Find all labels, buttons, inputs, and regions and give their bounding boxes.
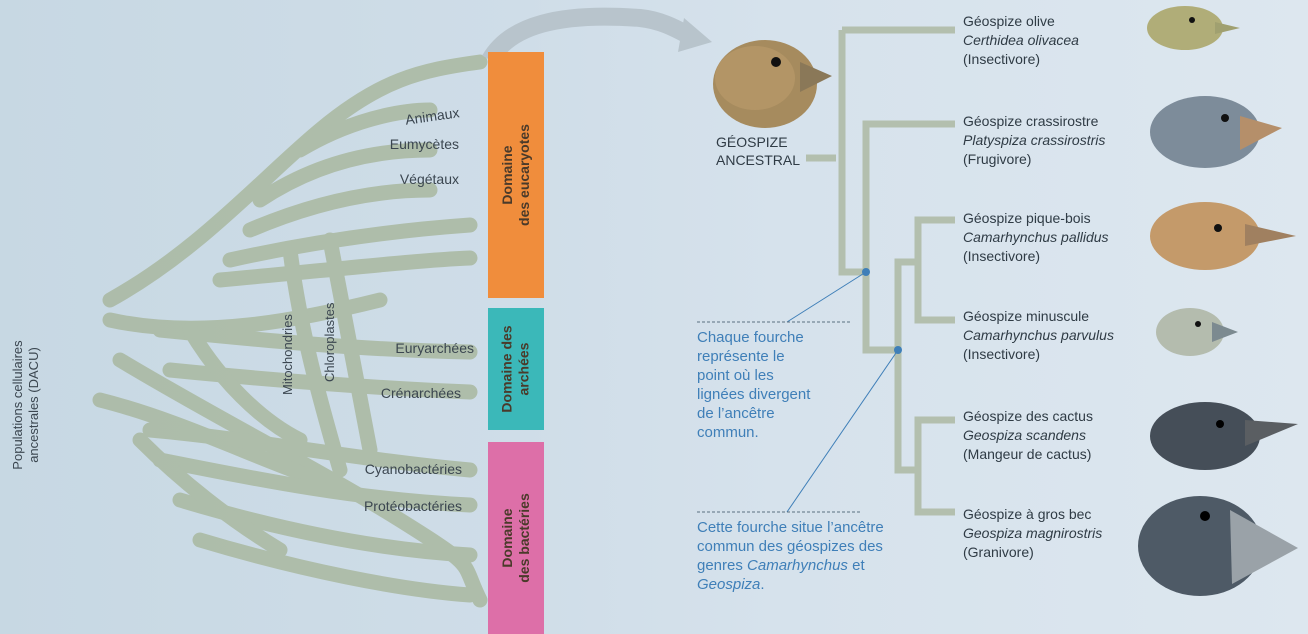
common-ancestor-note: Cette fourche situe l’ancêtre commun des… (697, 519, 884, 593)
label-crenarchees: Crénarchées (380, 385, 461, 401)
species-pique-bois: Géospize pique-bois Camarhynchus pallidu… (963, 209, 1109, 266)
vegetarian-finch-head (1150, 96, 1282, 168)
label-proteobacteries: Protéobactéries (363, 498, 462, 514)
cactus-finch-head (1150, 402, 1298, 470)
species-latin-name: Certhidea olivacea (963, 32, 1079, 48)
species-latin-name: Platyspiza crassirostris (963, 132, 1106, 148)
species-latin-name: Camarhynchus parvulus (963, 327, 1114, 343)
species-latin-name: Camarhynchus pallidus (963, 229, 1109, 245)
species-cactus: Géospize des cactus Geospiza scandens (M… (963, 407, 1093, 464)
species-diet: (Insectivore) (963, 51, 1041, 67)
domain-archees-bar: Domaine des archées (488, 308, 544, 430)
species-crassirostre: Géospize crassirostre Platyspiza crassir… (963, 112, 1105, 169)
species-diet: (Insectivore) (963, 248, 1041, 264)
species-diet: (Insectivore) (963, 346, 1041, 362)
species-common-name: Géospize olive (963, 13, 1055, 29)
species-latin-name: Geospiza scandens (963, 427, 1086, 443)
species-common-name: Géospize à gros bec (963, 506, 1092, 522)
small-tree-finch-head (1156, 308, 1238, 356)
species-olive: Géospize olive Certhidea olivacea (Insec… (963, 12, 1079, 69)
domain-bacteries-bar: Domaine des bactéries (488, 442, 544, 634)
species-latin-name: Geospiza magnirostris (963, 525, 1103, 541)
domain-eucaryotes-bar: Domaine des eucaryotes (488, 52, 544, 298)
species-common-name: Géospize des cactus (963, 408, 1093, 424)
species-diet: (Granivore) (963, 544, 1034, 560)
ancestor-label: GÉOSPIZE ANCESTRAL (716, 134, 801, 168)
label-euryarchees: Euryarchées (395, 340, 474, 356)
species-common-name: Géospize crassirostre (963, 113, 1099, 129)
olive-finch-head (1147, 6, 1240, 50)
label-eumycetes: Eumycètes (389, 136, 459, 152)
species-gros-bec: Géospize à gros bec Geospiza magnirostri… (963, 505, 1102, 562)
species-common-name: Géospize pique-bois (963, 210, 1091, 226)
species-diet: (Frugivore) (963, 151, 1032, 167)
woodpecker-finch-head (1150, 202, 1296, 270)
fork-note: Chaque fourche représente le point où le… (697, 329, 811, 441)
label-cyanobacteries: Cyanobactéries (364, 461, 462, 477)
large-ground-finch-head (1138, 496, 1298, 596)
species-minuscule: Géospize minuscule Camarhynchus parvulus… (963, 307, 1114, 364)
label-vegetaux: Végétaux (399, 171, 459, 187)
species-diet: (Mangeur de cactus) (963, 446, 1092, 462)
species-common-name: Géospize minuscule (963, 308, 1090, 324)
ancestral-finch-head (713, 40, 832, 128)
